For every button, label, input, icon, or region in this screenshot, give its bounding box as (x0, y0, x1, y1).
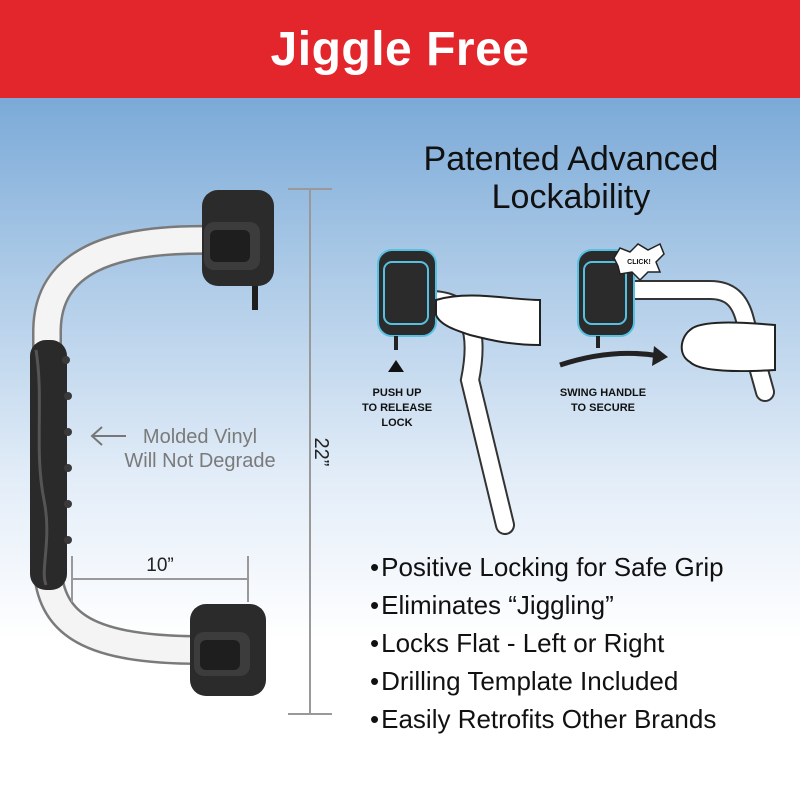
headline-line-1: Patented Advanced (423, 140, 719, 178)
banner-title: Jiggle Free (270, 22, 530, 76)
feature-item: Eliminates “Jiggling” (370, 586, 795, 624)
width-dimension (71, 556, 249, 602)
step1-line3: LOCK (381, 417, 412, 429)
feature-list: Positive Locking for Safe Grip Eliminate… (370, 548, 795, 738)
headline-line-2: Lockability (491, 178, 651, 216)
callout-line-1: Molded Vinyl (143, 426, 257, 448)
feature-item: Easily Retrofits Other Brands (370, 700, 795, 738)
headline: Patented Advanced Lockability (385, 140, 757, 216)
step1-line2: TO RELEASE (362, 402, 432, 414)
step2-illustration (559, 242, 776, 402)
feature-item: Positive Locking for Safe Grip (370, 548, 795, 586)
step1-illustration (377, 249, 541, 535)
height-dimension (288, 188, 332, 715)
width-dimension-label: 10” (146, 555, 173, 576)
rubber-grip (30, 340, 72, 590)
height-dimension-label: 22” (310, 438, 332, 467)
push-up-arrow-icon (388, 360, 404, 372)
swing-arrow-icon (559, 350, 661, 368)
top-mount-bracket (202, 190, 274, 310)
click-label: CLICK! (627, 259, 651, 266)
step1-line1: PUSH UP (373, 387, 422, 399)
click-burst-icon (613, 242, 665, 282)
callout-line-2: Will Not Degrade (124, 450, 275, 472)
step2-line1: SWING HANDLE (560, 387, 646, 399)
step2-line2: TO SECURE (571, 402, 635, 414)
title-banner: Jiggle Free (0, 0, 800, 98)
feature-item: Locks Flat - Left or Right (370, 624, 795, 662)
arrow-left-icon (90, 426, 126, 446)
bottom-mount-bracket (190, 604, 266, 696)
feature-item: Drilling Template Included (370, 662, 795, 700)
